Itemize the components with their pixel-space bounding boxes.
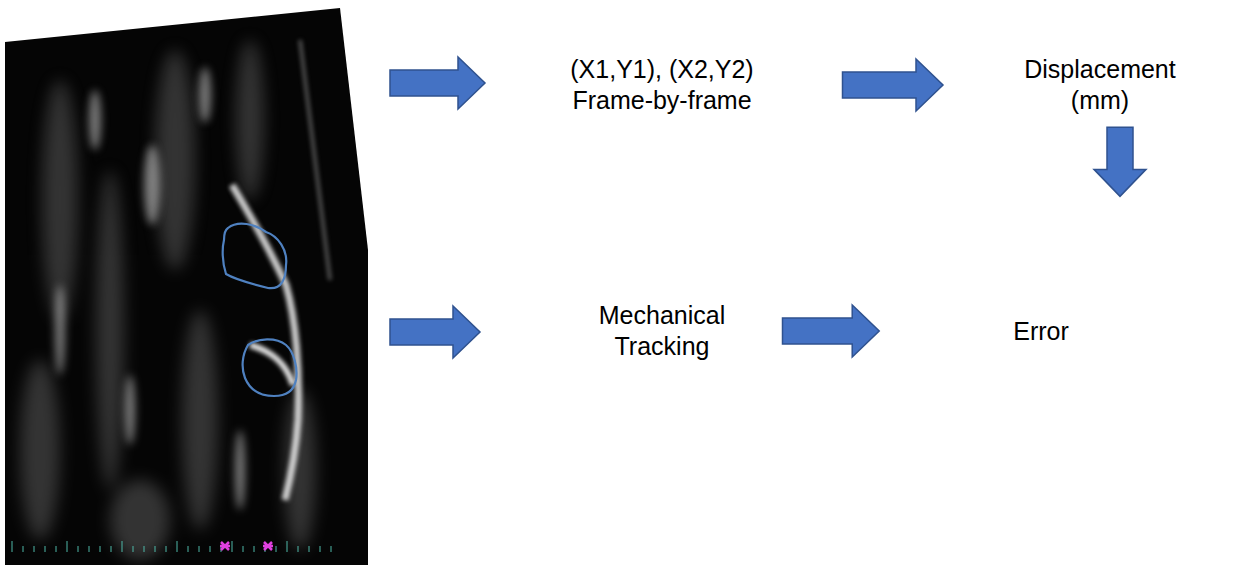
scale-tick [34, 546, 35, 552]
node-label: Displacement (mm) [1014, 54, 1186, 117]
focus-marker [263, 542, 273, 550]
tracked-region-outline [223, 224, 287, 289]
text-node: Error [1009, 312, 1073, 351]
tracked-region-outline [243, 339, 297, 396]
scale-tick [166, 546, 167, 552]
scale-tick [12, 541, 13, 552]
scale-tick [331, 546, 332, 552]
scale-tick [67, 541, 68, 552]
scale-tick [100, 546, 101, 552]
scale-tick [78, 546, 79, 552]
block-arrow [390, 57, 485, 109]
text-node: Mechanical Tracking [585, 296, 740, 367]
block-arrow [843, 59, 944, 111]
scale-tick [133, 546, 134, 552]
scale-tick [23, 546, 24, 552]
scale-tick [276, 546, 277, 552]
scale-tick [56, 546, 57, 552]
scale-tick [254, 546, 255, 552]
block-arrow [1094, 127, 1146, 196]
scale-tick [298, 546, 299, 552]
scale-tick [243, 546, 244, 552]
node-label: Error [1013, 316, 1069, 347]
scale-tick [287, 541, 288, 552]
scale-tick [122, 541, 123, 552]
scale-tick [144, 546, 145, 552]
node-label: Mechanical Tracking [589, 300, 736, 363]
node-label: (X1,Y1), (X2,Y2) Frame-by-frame [559, 54, 766, 117]
scale-tick [232, 541, 233, 552]
focus-marker [220, 542, 230, 550]
scale-tick [155, 546, 156, 552]
text-node: (X1,Y1), (X2,Y2) Frame-by-frame [555, 50, 770, 121]
scale-tick [210, 546, 211, 552]
scale-tick [89, 546, 90, 552]
scale-tick [309, 546, 310, 552]
block-arrow [390, 306, 480, 358]
ultrasound-frame [5, 8, 368, 565]
scale-tick [320, 546, 321, 552]
scale-tick [45, 546, 46, 552]
block-arrow [783, 305, 880, 357]
scale-tick [199, 546, 200, 552]
scale-tick [177, 541, 178, 552]
scale-tick [111, 546, 112, 552]
ultrasound-texture [20, 40, 330, 560]
scale-tick [188, 546, 189, 552]
text-node: Displacement (mm) [1010, 50, 1190, 121]
depth-scale [12, 541, 331, 552]
